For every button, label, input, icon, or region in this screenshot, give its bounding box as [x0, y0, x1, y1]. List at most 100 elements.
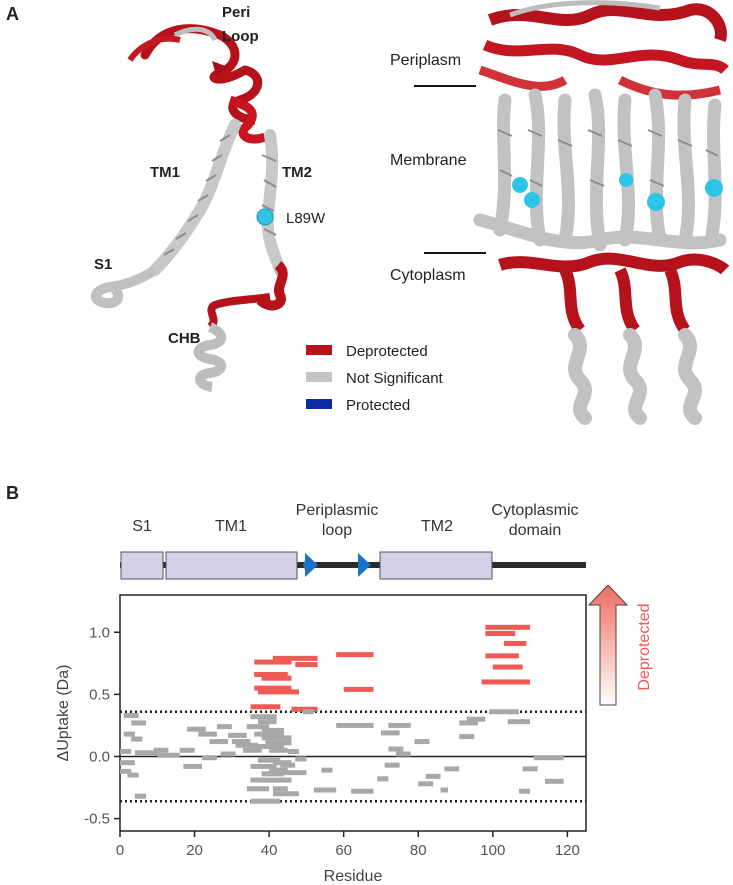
- not-significant-peptide-bar: [198, 731, 217, 737]
- legend-label-deprotected: Deprotected: [346, 343, 428, 360]
- not-significant-peptide-bar: [272, 786, 288, 792]
- not-significant-peptide-bar: [425, 773, 441, 779]
- domain-label-cyto-line1: Cytoplasmic: [491, 502, 578, 519]
- deprotected-arrow-label-container: Deprotected: [633, 590, 657, 710]
- not-significant-peptide-bar: [123, 712, 139, 718]
- not-significant-peptide-bar: [388, 722, 411, 728]
- not-significant-peptide-bar: [384, 762, 400, 768]
- not-significant-peptide-bar: [250, 714, 277, 720]
- not-significant-peptide-bar: [179, 747, 195, 753]
- not-significant-peptide-bar: [254, 731, 285, 737]
- x-tick-label: 60: [335, 842, 352, 859]
- not-significant-peptide-bar: [127, 772, 139, 778]
- x-tick-label: 100: [480, 842, 505, 859]
- not-significant-peptide-bar: [257, 719, 277, 725]
- sequence-backbone: [120, 562, 586, 568]
- not-significant-peptide-bar: [254, 744, 285, 750]
- deprotected-peptide-bar: [485, 631, 516, 637]
- not-significant-peptide-bar: [243, 747, 262, 753]
- not-significant-peptide-bar: [295, 756, 307, 762]
- not-significant-peptide-bar: [257, 757, 281, 763]
- mutation-label: L89W: [286, 210, 326, 227]
- not-significant-peptide-bar: [269, 767, 288, 773]
- not-significant-peptide-bar: [235, 742, 258, 748]
- deprotected-peptide-bar: [485, 653, 519, 659]
- panel-a-letter: A: [6, 4, 19, 24]
- not-significant-peptide-bar: [120, 768, 132, 774]
- y-tick-label: -0.5: [84, 811, 110, 828]
- not-significant-peptide-bar: [131, 736, 143, 742]
- not-significant-peptide-bar: [380, 730, 400, 736]
- not-significant-peptide-bar: [202, 755, 217, 761]
- not-significant-peptide-bar: [284, 770, 307, 776]
- not-significant-peptide-bar: [336, 722, 374, 728]
- not-significant-peptide-bar: [228, 732, 247, 738]
- domain-box-tm2: [379, 551, 493, 580]
- deprotected-peptide-bar: [295, 662, 318, 668]
- not-significant-peptide-bar: [321, 767, 333, 773]
- not-significant-peptide-bar: [395, 751, 411, 757]
- periplasm-boundary-line: [414, 85, 476, 87]
- not-significant-peptide-bar: [444, 766, 460, 772]
- domain-label-periplasmic-line1: Periplasmic: [296, 502, 379, 519]
- single-subunit-structure: [91, 24, 288, 392]
- deprotected-arrow-label: Deprotected: [636, 603, 653, 691]
- not-significant-peptide-bar: [231, 739, 251, 745]
- domain-box-tm1: [165, 551, 298, 580]
- not-significant-peptide-bar: [287, 749, 299, 755]
- y-tick-label: 0.5: [89, 686, 110, 703]
- not-significant-peptide-bar: [489, 709, 519, 715]
- x-tick-label: 40: [261, 842, 278, 859]
- not-significant-peptide-bar: [250, 798, 281, 804]
- deprotected-peptide-bar: [257, 689, 299, 695]
- legend-label-protected: Protected: [346, 397, 411, 414]
- deprotected-arrow: [587, 585, 629, 706]
- deprotected-peptide-bar: [272, 655, 318, 661]
- not-significant-peptide-bar: [544, 778, 564, 784]
- tm1-label: TM1: [150, 164, 180, 181]
- not-significant-peptide-bar: [466, 716, 486, 722]
- x-tick-label: 20: [186, 842, 203, 859]
- beta-strand-arrow-1-head: [305, 553, 318, 577]
- tm2-label: TM2: [282, 164, 312, 181]
- domain-box-s1: [120, 551, 164, 580]
- not-significant-peptide-bar: [302, 709, 314, 715]
- not-significant-peptide-bar: [220, 751, 236, 757]
- not-significant-peptide-bar: [377, 776, 389, 782]
- not-significant-peptide-bar: [183, 763, 203, 769]
- y-tick-label: 0.0: [89, 748, 110, 765]
- not-significant-peptide-bar: [134, 793, 147, 799]
- x-tick-label: 80: [410, 842, 427, 859]
- not-significant-peptide-bar: [131, 720, 147, 726]
- not-significant-peptide-bar: [209, 739, 229, 745]
- cytoplasm-boundary-line: [424, 252, 486, 254]
- not-significant-peptide-bar: [388, 746, 404, 752]
- deprotected-peptide-bar: [250, 704, 281, 710]
- x-tick-label: 120: [555, 842, 580, 859]
- y-tick-label: 1.0: [89, 624, 110, 641]
- chb-label: CHB: [168, 330, 201, 347]
- x-tick-label: 0: [116, 842, 124, 859]
- deprotected-peptide-bar: [254, 659, 292, 665]
- not-significant-peptide-bar: [246, 786, 270, 792]
- panel-b-letter: B: [6, 483, 19, 503]
- not-significant-peptide-bar: [440, 787, 449, 793]
- deprotected-peptide-bar: [503, 640, 527, 646]
- deprotected-arrow-shape: [587, 585, 629, 706]
- not-significant-peptide-bar: [261, 735, 292, 741]
- not-significant-peptide-bar: [518, 788, 531, 794]
- not-significant-peptide-bar: [153, 747, 169, 753]
- not-significant-peptide-bar: [265, 740, 292, 746]
- peri-loop-label-line1: Peri: [222, 4, 251, 21]
- not-significant-peptide-bar: [250, 763, 277, 769]
- not-significant-peptide-bar: [418, 781, 434, 787]
- not-significant-peptide-bar: [272, 791, 299, 797]
- not-significant-peptide-bar: [187, 726, 206, 732]
- not-significant-peptide-bar: [459, 720, 478, 726]
- not-significant-peptide-bar: [261, 727, 285, 733]
- not-significant-peptide-bar: [351, 788, 374, 794]
- channel-structure: [473, 0, 730, 425]
- cytoplasm-label: Cytoplasm: [390, 267, 466, 284]
- deprotected-peptide-bar: [261, 675, 292, 681]
